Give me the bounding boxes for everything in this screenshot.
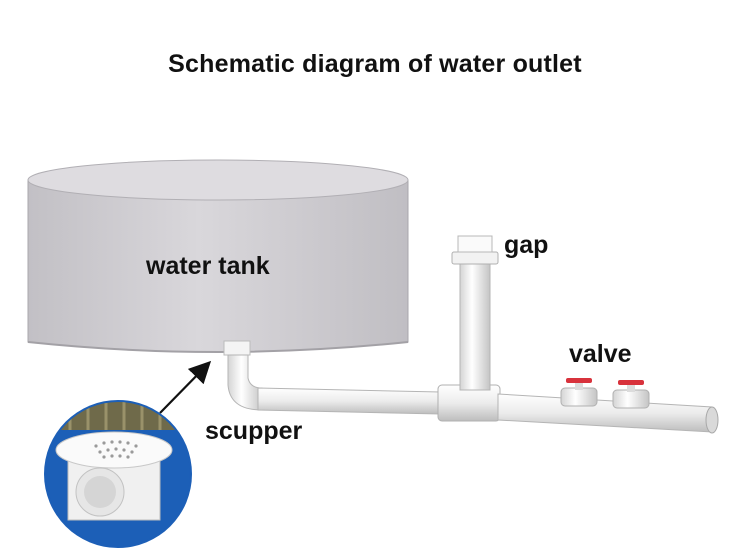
label-water-tank: water tank bbox=[146, 252, 270, 280]
valve-1 bbox=[560, 378, 598, 407]
water-tank bbox=[27, 159, 409, 353]
vent-pipe bbox=[451, 235, 499, 391]
label-valve: valve bbox=[569, 340, 632, 368]
scupper-photo-inset bbox=[44, 400, 192, 548]
label-gap: gap bbox=[504, 231, 549, 259]
valve-2 bbox=[612, 380, 650, 409]
horizontal-pipe bbox=[257, 384, 719, 434]
label-scupper: scupper bbox=[205, 417, 303, 445]
diagram-title: Schematic diagram of water outlet bbox=[168, 50, 582, 78]
scupper-elbow bbox=[223, 340, 263, 411]
scupper-pointer-arrow bbox=[159, 360, 212, 414]
